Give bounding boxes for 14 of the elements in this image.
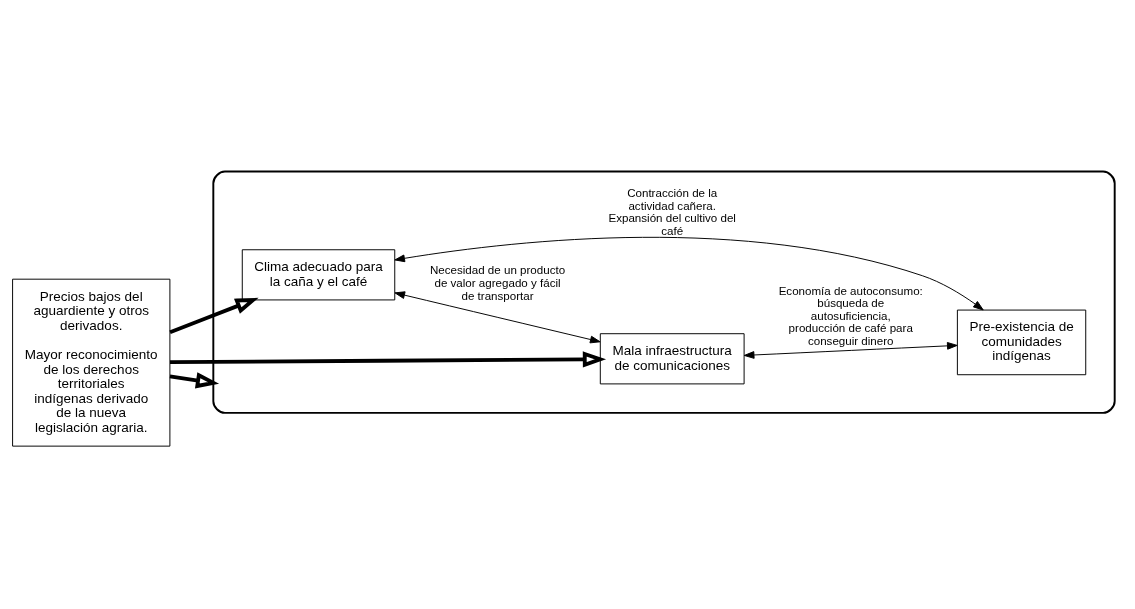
- edge-label: Economía de autoconsumo: búsqueda de autosuficiencia, producción de café para conseguir dinero: [778, 284, 923, 347]
- edge-label: Contracción de la actividad cañera. Expansión del cultivo del café: [608, 186, 736, 237]
- arrow: [394, 290, 601, 343]
- node-box: Precios bajos del aguardiente y otros derivados. Mayor reconocimiento de los derechos territoriales indígenas derivado de la nueva legislación agraria.: [12, 278, 171, 447]
- arrow: [169, 297, 259, 334]
- cluster: [212, 170, 1116, 414]
- node-box: Mala infraestructura de comunicaciones: [599, 332, 745, 384]
- node-box: Pre-existencia de comunidades indígenas: [956, 309, 1087, 375]
- arrow: [170, 350, 607, 368]
- arrow: [169, 371, 220, 388]
- node-box: Clima adecuado para la caña y el café: [241, 248, 396, 300]
- edge-label: Necesidad de un producto de valor agregado y fácil de transportar: [429, 263, 566, 302]
- arrow: [394, 236, 984, 310]
- arrow: [743, 341, 958, 359]
